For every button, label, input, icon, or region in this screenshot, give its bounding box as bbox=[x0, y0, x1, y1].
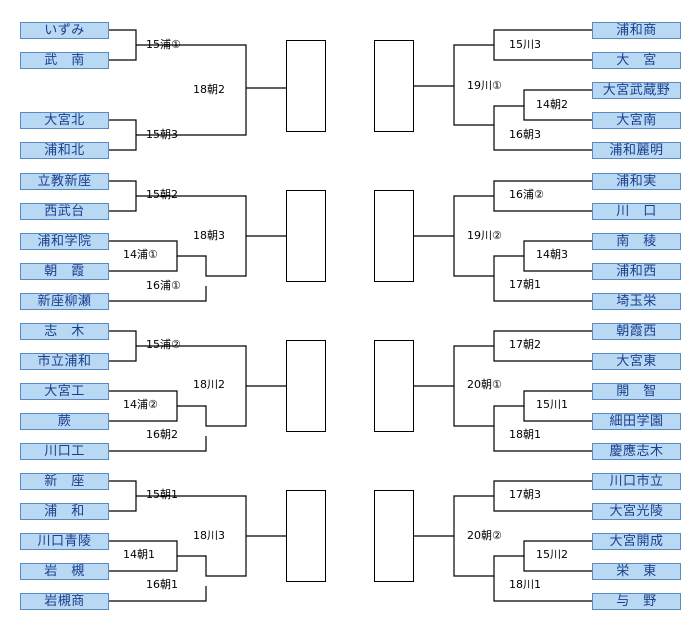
team-left: 朝 霞 bbox=[20, 263, 109, 280]
match-label: 18朝2 bbox=[193, 83, 225, 96]
result-box-left-1 bbox=[286, 40, 326, 132]
team-right: 細田学園 bbox=[592, 413, 681, 430]
team-left: 新 座 bbox=[20, 473, 109, 490]
match-label: 16浦① bbox=[146, 279, 181, 292]
match-label: 20朝① bbox=[467, 378, 502, 391]
team-left: 市立浦和 bbox=[20, 353, 109, 370]
team-right: 浦和実 bbox=[592, 173, 681, 190]
team-left: 蕨 bbox=[20, 413, 109, 430]
team-right: 栄 東 bbox=[592, 563, 681, 580]
team-right: 大宮武蔵野 bbox=[592, 82, 681, 99]
match-label: 15朝1 bbox=[146, 488, 178, 501]
team-left: 浦 和 bbox=[20, 503, 109, 520]
match-label: 15川2 bbox=[536, 548, 568, 561]
match-label: 14浦① bbox=[123, 248, 158, 261]
result-box-left-2 bbox=[286, 190, 326, 282]
team-right: 大宮南 bbox=[592, 112, 681, 129]
team-right: 大宮光陵 bbox=[592, 503, 681, 520]
team-left: 大宮北 bbox=[20, 112, 109, 129]
match-label: 19川② bbox=[467, 229, 502, 242]
team-right: 与 野 bbox=[592, 593, 681, 610]
result-box-right-2 bbox=[374, 190, 414, 282]
match-label: 18朝1 bbox=[509, 428, 541, 441]
match-label: 19川① bbox=[467, 79, 502, 92]
match-label: 17朝1 bbox=[509, 278, 541, 291]
match-label: 14浦② bbox=[123, 398, 158, 411]
match-label: 18川2 bbox=[193, 378, 225, 391]
match-label: 16朝2 bbox=[146, 428, 178, 441]
match-label: 14朝1 bbox=[123, 548, 155, 561]
match-label: 14朝3 bbox=[536, 248, 568, 261]
team-left: 武 南 bbox=[20, 52, 109, 69]
team-left: 志 木 bbox=[20, 323, 109, 340]
team-left: 浦和学院 bbox=[20, 233, 109, 250]
team-right: 浦和商 bbox=[592, 22, 681, 39]
match-label: 16浦② bbox=[509, 188, 544, 201]
team-right: 浦和西 bbox=[592, 263, 681, 280]
team-right: 川口市立 bbox=[592, 473, 681, 490]
team-right: 慶應志木 bbox=[592, 443, 681, 460]
match-label: 16朝3 bbox=[509, 128, 541, 141]
result-box-left-4 bbox=[286, 490, 326, 582]
team-right: 浦和麗明 bbox=[592, 142, 681, 159]
match-label: 18朝3 bbox=[193, 229, 225, 242]
team-left: 川口青陵 bbox=[20, 533, 109, 550]
match-label: 18川3 bbox=[193, 529, 225, 542]
team-left: 浦和北 bbox=[20, 142, 109, 159]
team-left: 岩 槻 bbox=[20, 563, 109, 580]
team-left: 大宮工 bbox=[20, 383, 109, 400]
match-label: 15朝2 bbox=[146, 188, 178, 201]
team-right: 埼玉栄 bbox=[592, 293, 681, 310]
match-label: 16朝1 bbox=[146, 578, 178, 591]
match-label: 18川1 bbox=[509, 578, 541, 591]
team-left: 岩槻商 bbox=[20, 593, 109, 610]
match-label: 17朝3 bbox=[509, 488, 541, 501]
match-label: 15朝3 bbox=[146, 128, 178, 141]
match-label: 14朝2 bbox=[536, 98, 568, 111]
team-right: 朝霞西 bbox=[592, 323, 681, 340]
team-left: 新座柳瀬 bbox=[20, 293, 109, 310]
team-right: 川 口 bbox=[592, 203, 681, 220]
team-left: いずみ bbox=[20, 22, 109, 39]
team-left: 西武台 bbox=[20, 203, 109, 220]
result-box-right-1 bbox=[374, 40, 414, 132]
match-label: 15浦② bbox=[146, 338, 181, 351]
team-left: 立教新座 bbox=[20, 173, 109, 190]
match-label: 15川3 bbox=[509, 38, 541, 51]
result-box-right-3 bbox=[374, 340, 414, 432]
result-box-left-3 bbox=[286, 340, 326, 432]
team-left: 川口工 bbox=[20, 443, 109, 460]
team-right: 大 宮 bbox=[592, 52, 681, 69]
match-label: 17朝2 bbox=[509, 338, 541, 351]
match-label: 15浦① bbox=[146, 38, 181, 51]
team-right: 開 智 bbox=[592, 383, 681, 400]
team-right: 南 稜 bbox=[592, 233, 681, 250]
match-label: 15川1 bbox=[536, 398, 568, 411]
team-right: 大宮東 bbox=[592, 353, 681, 370]
match-label: 20朝② bbox=[467, 529, 502, 542]
team-right: 大宮開成 bbox=[592, 533, 681, 550]
result-box-right-4 bbox=[374, 490, 414, 582]
